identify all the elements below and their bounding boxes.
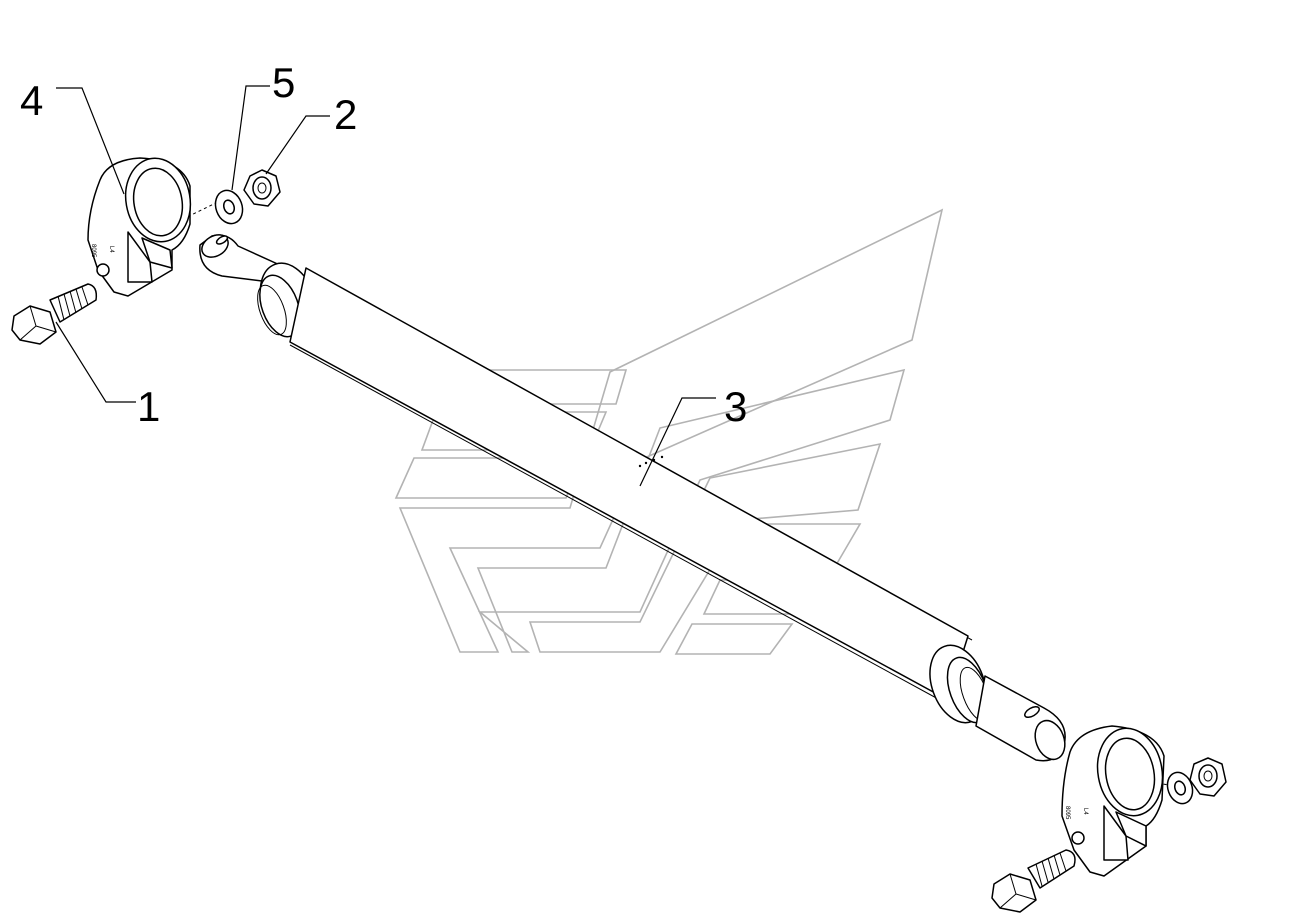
shaft-bottom-edge <box>289 344 941 701</box>
hex-bolt-icon-right[interactable] <box>991 849 1076 913</box>
hex-nut-icon-right[interactable] <box>1189 757 1227 797</box>
leader-line-1 <box>55 321 136 403</box>
leader-line-2 <box>265 115 330 175</box>
svg-text:8095: 8095 <box>1064 806 1070 820</box>
washer-icon[interactable] <box>211 187 247 228</box>
svg-text:L4: L4 <box>108 246 114 253</box>
clamp-collar-icon[interactable]: 8095 L4 <box>87 153 197 297</box>
hex-bolt-icon[interactable] <box>11 283 98 345</box>
clamp-collar-icon-right[interactable]: 8095 L4 <box>1061 723 1169 877</box>
callout-2[interactable]: 2 <box>334 91 358 138</box>
hex-nut-icon[interactable] <box>243 169 281 207</box>
callout-4[interactable]: 4 <box>20 77 44 124</box>
callout-5[interactable]: 5 <box>272 59 296 106</box>
svg-text:L4: L4 <box>1082 808 1088 815</box>
callout-3[interactable]: 3 <box>724 383 748 430</box>
svg-text:8095: 8095 <box>90 244 96 258</box>
steering-rod-icon[interactable] <box>198 230 1070 763</box>
callout-1[interactable]: 1 <box>137 383 161 430</box>
washer-icon-right[interactable] <box>1163 769 1196 807</box>
leader-line-3 <box>639 397 716 487</box>
leader-line-4 <box>56 87 125 195</box>
leader-line-5 <box>231 85 270 191</box>
